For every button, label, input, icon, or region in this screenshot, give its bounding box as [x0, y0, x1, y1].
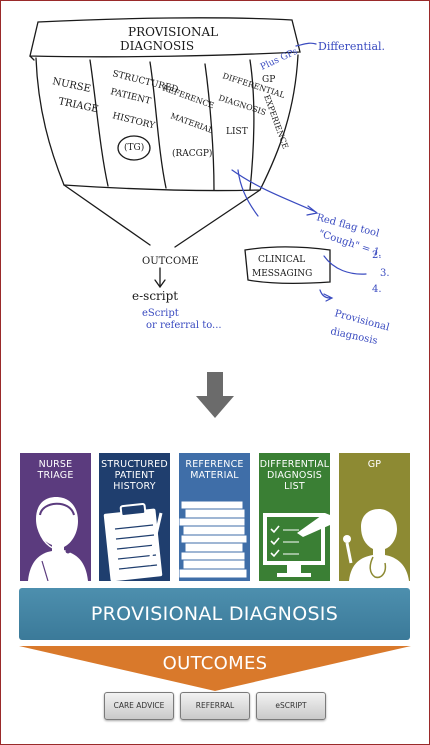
hand-sketch: PROVISIONAL DIAGNOSIS NURSE TRIAGE STRUC… [29, 17, 390, 347]
sketch-col5-1: GP [262, 75, 275, 85]
column-reference-material: REFERENCE MATERIAL [179, 453, 250, 581]
column-differential-diagnosis-list: DIFFERENTIAL DIAGNOSIS LIST [259, 453, 330, 581]
column-nurse-triage: NURSE TRIAGE [20, 453, 91, 581]
sketch-outcome: OUTCOME [142, 256, 199, 267]
books-icon [179, 500, 248, 579]
sketch-escript-note-1: eScript [142, 308, 179, 319]
column-gp: GP [339, 453, 410, 581]
sketch-note-differential: Differential. [318, 40, 385, 53]
column-label: STRUCTURED PATIENT HISTORY [101, 459, 168, 492]
sketch-col2-3: HISTORY [111, 111, 157, 131]
sketch-escript: e-script [132, 289, 178, 303]
clipboard-icon [103, 502, 163, 581]
sketch-col4-2: DIAGNOSIS [217, 93, 267, 117]
sketch-col1-1: NURSE [51, 76, 91, 95]
sketch-col4-3: LIST [226, 127, 248, 137]
sketch-col2-2: PATIENT [109, 87, 151, 107]
monitor-checklist-icon [263, 513, 330, 577]
column-structured-patient-history: STRUCTURED PATIENT HISTORY [99, 453, 170, 581]
column-label: GP [367, 459, 382, 470]
sketch-title-2: DIAGNOSIS [120, 39, 194, 53]
sketch-note-4: 4. [372, 284, 382, 295]
sketch-col5-2: EXPERIENCE [262, 94, 290, 151]
outcomes-label: OUTCOMES [162, 653, 268, 674]
sketch-col2-4: (TG) [124, 142, 144, 153]
pillar-columns: NURSE TRIAGE STRUCTURED PATIENT HISTORY … [20, 453, 410, 581]
referral-button[interactable]: REFERRAL [180, 692, 250, 720]
column-label: DIFFERENTIAL DIAGNOSIS LIST [259, 459, 330, 492]
outcomes-funnel [19, 646, 411, 691]
column-label: REFERENCE MATERIAL [185, 459, 244, 481]
arrow-down-icon [196, 372, 234, 418]
sketch-note-3: 3. [380, 268, 390, 279]
sketch-col3-2: MATERIAL [169, 111, 215, 135]
provisional-diagnosis-bar: PROVISIONAL DIAGNOSIS [19, 588, 410, 640]
sketch-clinical-1: CLINICAL [258, 255, 305, 265]
escript-button[interactable]: eSCRIPT [256, 692, 326, 720]
sketch-col1-2: TRIAGE [57, 96, 99, 115]
sketch-title-1: PROVISIONAL [128, 25, 218, 39]
sketch-escript-note-2: or referral to... [146, 320, 222, 331]
sketch-note-2: 2. [372, 250, 382, 261]
doctor-stethoscope-icon [343, 509, 409, 581]
outcome-buttons: CARE ADVICE REFERRAL eSCRIPT [104, 692, 326, 720]
sketch-note-prov-2: diagnosis [329, 326, 378, 347]
care-advice-button[interactable]: CARE ADVICE [104, 692, 174, 720]
sketch-clinical-2: MESSAGING [252, 269, 312, 279]
nurse-headset-icon [28, 497, 88, 581]
sketch-note-plus-gps: Plus GPs [259, 47, 300, 73]
sketch-col3-1: REFERENCE [161, 83, 215, 110]
column-label: NURSE TRIAGE [37, 459, 74, 481]
sketch-col3-3: (RACGP) [172, 148, 212, 159]
